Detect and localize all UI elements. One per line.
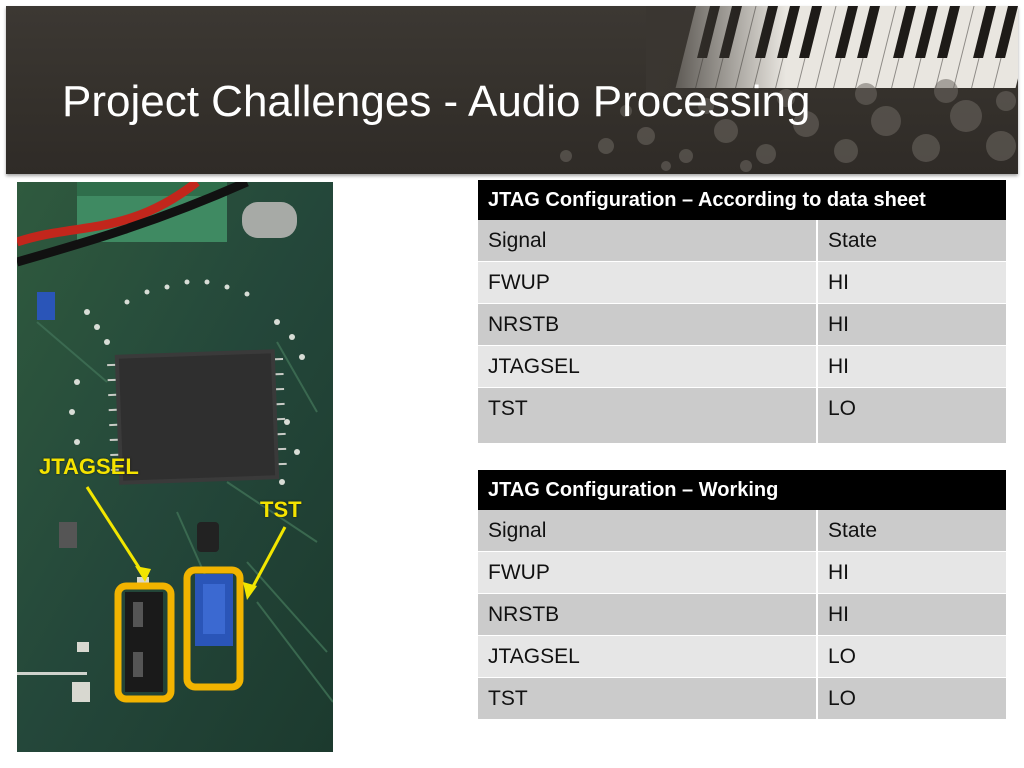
jtagsel-label: JTAGSEL	[39, 454, 139, 479]
table-row: JTAGSEL HI	[478, 346, 1008, 388]
table-row: NRSTB HI	[478, 304, 1008, 346]
signal-cell: NRSTB	[478, 594, 818, 635]
slide-title: Project Challenges - Audio Processing	[62, 77, 811, 126]
state-cell: HI	[818, 346, 1006, 387]
signal-cell: NRSTB	[478, 304, 818, 345]
table-header: JTAG Configuration – According to data s…	[478, 180, 1008, 220]
signal-cell: JTAGSEL	[478, 636, 818, 677]
signal-cell: TST	[478, 388, 818, 443]
column-header-signal: Signal	[478, 510, 818, 551]
signal-cell: JTAGSEL	[478, 346, 818, 387]
table-row: FWUP HI	[478, 262, 1008, 304]
column-header-signal: Signal	[478, 220, 818, 261]
column-header-state: State	[818, 510, 1006, 551]
piano-keys-decoration	[560, 6, 1018, 172]
state-cell: LO	[818, 678, 1006, 719]
table-column-headers: Signal State	[478, 220, 1008, 262]
signal-cell: TST	[478, 678, 818, 719]
table-row: JTAGSEL LO	[478, 636, 1008, 678]
table-row: TST LO	[478, 678, 1008, 720]
state-cell: HI	[818, 594, 1006, 635]
table-column-headers: Signal State	[478, 510, 1008, 552]
state-cell: LO	[818, 388, 1006, 443]
state-cell: HI	[818, 552, 1006, 593]
jtag-datasheet-table: JTAG Configuration – According to data s…	[478, 180, 1008, 444]
table-row: TST LO	[478, 388, 1008, 444]
jtag-working-table: JTAG Configuration – Working Signal Stat…	[478, 470, 1008, 720]
tst-label: TST	[260, 497, 302, 522]
state-cell: LO	[818, 636, 1006, 677]
title-banner: Project Challenges - Audio Processing	[6, 6, 1018, 174]
column-header-state: State	[818, 220, 1006, 261]
signal-cell: FWUP	[478, 262, 818, 303]
pcb-illustration	[17, 182, 333, 752]
table-header: JTAG Configuration – Working	[478, 470, 1008, 510]
table-row: FWUP HI	[478, 552, 1008, 594]
signal-cell: FWUP	[478, 552, 818, 593]
pcb-photo: JTAGSEL TST	[17, 182, 333, 752]
state-cell: HI	[818, 262, 1006, 303]
state-cell: HI	[818, 304, 1006, 345]
table-row: NRSTB HI	[478, 594, 1008, 636]
